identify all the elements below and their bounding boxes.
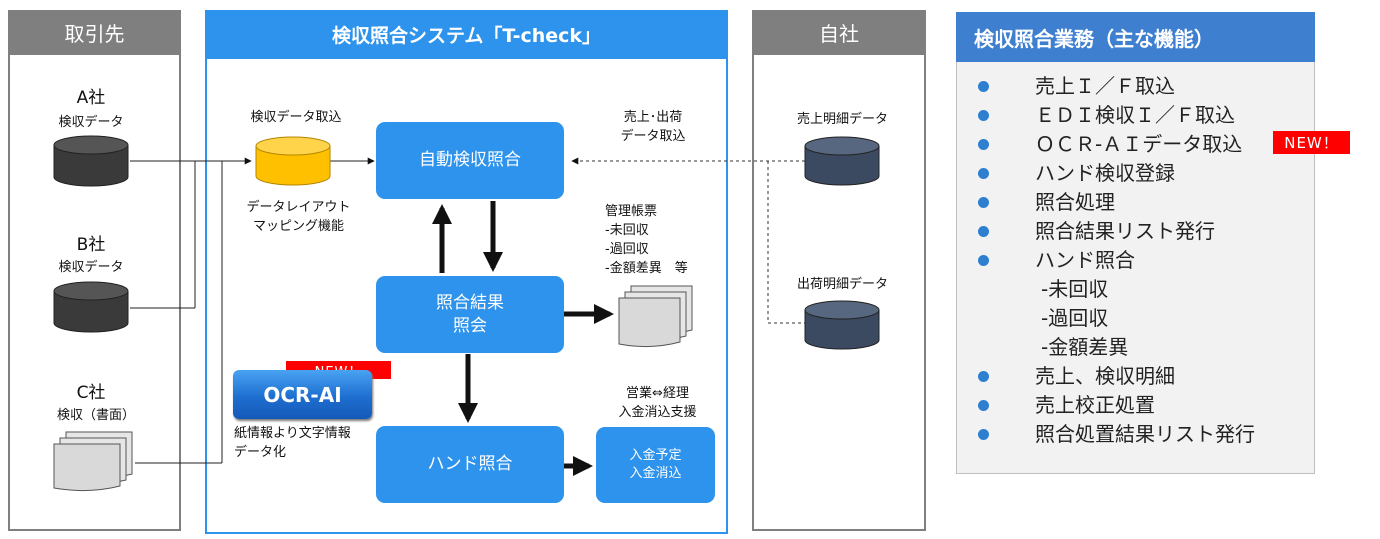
report-documents-icon <box>618 285 693 348</box>
sales-detail-label: 売上明細データ <box>796 112 888 127</box>
system-column-title: 検収照合システム「T-check」 <box>205 10 728 59</box>
sales-detail-cylinder <box>804 136 880 186</box>
shipping-detail-label: 出荷明細データ <box>796 277 888 292</box>
paper-documents-icon <box>53 431 133 492</box>
bullet-icon <box>978 81 989 92</box>
features-panel <box>956 12 1315 474</box>
partner-b-sub: 検収データ <box>58 260 124 275</box>
ocr-ai-button[interactable]: OCR-AI <box>233 370 372 419</box>
support-label: 営業⇔経理 入金消込支援 <box>618 386 697 420</box>
bullet-icon <box>978 255 989 266</box>
company-column-title: 自社 <box>752 10 926 55</box>
auto-match-box[interactable]: 自動検収照合 <box>376 122 564 199</box>
feature-new-badge: NEW！ <box>1273 131 1350 154</box>
sales-import-label: 売上･出荷 データ取込 <box>620 110 686 144</box>
partner-c-name: C社 <box>76 383 106 403</box>
bullet-icon <box>978 197 989 208</box>
partner-a-sub: 検収データ <box>58 115 124 130</box>
bullet-icon <box>978 110 989 121</box>
import-cylinder <box>255 136 331 186</box>
partner-a-cylinder <box>53 135 129 187</box>
import-label: 検収データ取込 <box>250 110 342 125</box>
partner-a-name: A社 <box>76 88 106 108</box>
bullet-icon <box>978 168 989 179</box>
ocr-desc: 紙情報より文字情報 データ化 <box>234 426 351 460</box>
result-inquiry-box[interactable]: 照合結果 照会 <box>376 276 564 353</box>
bullet-icon <box>978 226 989 237</box>
bullet-icon <box>978 371 989 382</box>
company-column <box>752 10 926 531</box>
partner-b-cylinder <box>53 281 129 333</box>
reports-label: 管理帳票 -未回収 -過回収 -金額差異 等 <box>605 204 688 276</box>
bullet-icon <box>978 400 989 411</box>
features-title: 検収照合業務（主な機能） <box>956 12 1315 62</box>
hand-match-box[interactable]: ハンド照合 <box>376 426 564 503</box>
mapping-label: データレイアウト マッピング機能 <box>246 200 351 234</box>
bullet-icon <box>978 139 989 150</box>
bullet-icon <box>978 429 989 440</box>
company-feed-lines <box>571 157 805 324</box>
shipping-detail-cylinder <box>804 300 880 350</box>
payment-box[interactable]: 入金予定 入金消込 <box>596 427 715 503</box>
partner-b-name: B社 <box>76 235 106 255</box>
partner-c-sub: 検収（書面） <box>56 408 135 423</box>
partner-column-title: 取引先 <box>8 10 181 55</box>
